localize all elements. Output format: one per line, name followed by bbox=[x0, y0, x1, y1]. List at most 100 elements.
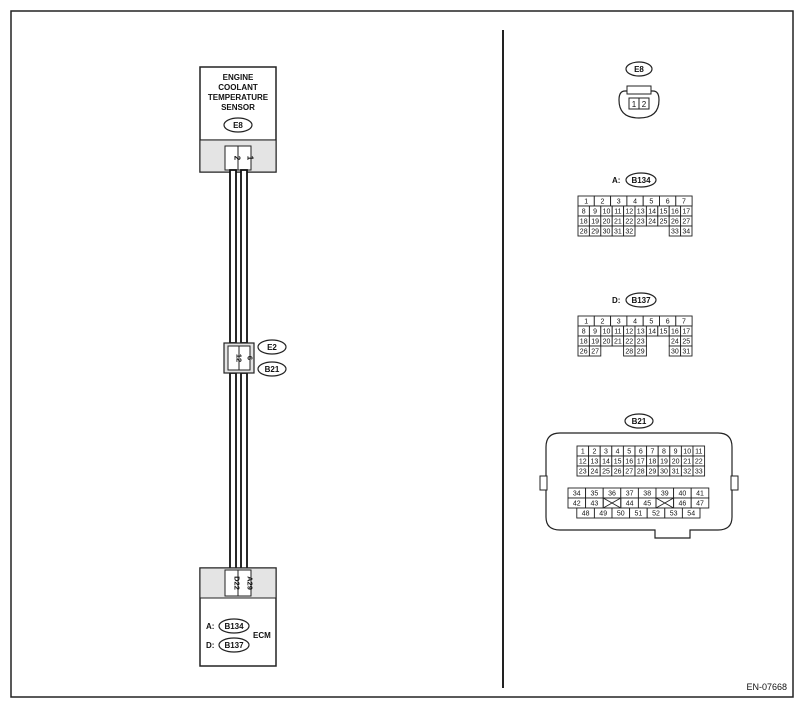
sensor-title-line-1: ENGINE bbox=[223, 73, 254, 82]
harness-wires bbox=[229, 169, 248, 570]
b21-pin-label: 10 bbox=[683, 449, 691, 456]
b21-pin-label: 50 bbox=[617, 511, 625, 518]
b134-pin-label: 27 bbox=[682, 219, 690, 226]
b137-pin-label: 11 bbox=[614, 329, 621, 336]
b134-pin-cell bbox=[623, 225, 636, 237]
b137-pin-label: 7 bbox=[682, 319, 686, 326]
b134-pin-label: 22 bbox=[625, 219, 633, 226]
b137-pin-label: 18 bbox=[580, 339, 588, 346]
b21-pin-label: 2 bbox=[592, 449, 596, 456]
b21-pin-label: 14 bbox=[602, 459, 610, 466]
b134-pin-label: 2 bbox=[600, 199, 604, 206]
b21-pin-cell bbox=[692, 465, 706, 477]
b134-pin-label: 9 bbox=[593, 209, 597, 216]
b21-pin-label: 26 bbox=[614, 469, 622, 476]
b21-pin-label: 4 bbox=[616, 449, 620, 456]
inline-connector-badge bbox=[257, 339, 287, 355]
sensor-pin-label: 1 bbox=[246, 156, 255, 161]
b134-pin-label: 16 bbox=[671, 209, 679, 216]
b21-pin-cell bbox=[681, 507, 701, 519]
b137-pin-label: 4 bbox=[633, 319, 637, 326]
b134-pin-label: 7 bbox=[682, 199, 686, 206]
b134-pin-label: 31 bbox=[614, 229, 622, 236]
ecm-pin-label: A29 bbox=[246, 576, 255, 590]
b21-pin-label: 15 bbox=[614, 459, 622, 466]
b137-pin-label: 15 bbox=[660, 329, 668, 336]
b21-pin-label: 36 bbox=[608, 491, 616, 498]
b21-pin-label: 7 bbox=[650, 449, 654, 456]
b21-pin-label: 23 bbox=[579, 469, 587, 476]
b21-blank-cavity bbox=[602, 497, 622, 509]
ecm-connector-prefix: A: bbox=[206, 622, 214, 631]
b21-pin-label: 9 bbox=[674, 449, 678, 456]
b21-pin-label: 13 bbox=[591, 459, 599, 466]
b134-pin-label: 11 bbox=[614, 209, 621, 216]
b134-pin-label: 1 bbox=[584, 199, 588, 206]
sensor-title-line-3: TEMPERATURE bbox=[208, 93, 269, 102]
b21-pin-label: 17 bbox=[637, 459, 645, 466]
b21-pin-label: 34 bbox=[573, 491, 581, 498]
sensor-connector-badge bbox=[223, 117, 253, 133]
wire-a bbox=[229, 372, 237, 570]
b137-pin-label: 31 bbox=[682, 349, 690, 356]
b134-pin-label: 34 bbox=[682, 229, 690, 236]
b21-pin-label: 29 bbox=[649, 469, 657, 476]
b21-pin-label: 40 bbox=[679, 491, 687, 498]
b21-pin-label: 49 bbox=[599, 511, 607, 518]
b137-pin-label: 29 bbox=[637, 349, 645, 356]
b21-pin-label: 18 bbox=[649, 459, 657, 466]
e8-pin-label: 2 bbox=[642, 100, 647, 109]
inline-connector-bottom-label: B21 bbox=[265, 365, 280, 374]
b137-pin-cell bbox=[634, 345, 647, 357]
b134-pin-label: 4 bbox=[633, 199, 637, 206]
b21-blank-cavity bbox=[655, 497, 674, 509]
b137-pin-label: 25 bbox=[682, 339, 690, 346]
b134-pin-label: 26 bbox=[671, 219, 679, 226]
b137-pin-label: 20 bbox=[603, 339, 611, 346]
b21-pin-label: 44 bbox=[626, 501, 634, 508]
b137-pin-label: 23 bbox=[637, 339, 645, 346]
b21-pin-label: 3 bbox=[604, 449, 608, 456]
b21-pin-label: 38 bbox=[643, 491, 651, 498]
b21-pin-label: 41 bbox=[696, 491, 704, 498]
b21-pin-label: 30 bbox=[660, 469, 668, 476]
b21-pin-label: 42 bbox=[573, 501, 581, 508]
b21-pin-label: 16 bbox=[625, 459, 633, 466]
b137-pin-label: 1 bbox=[584, 319, 588, 326]
b21-pin-label: 25 bbox=[602, 469, 610, 476]
b21-pin-label: 53 bbox=[670, 511, 678, 518]
e8-latch bbox=[626, 85, 652, 95]
b134-pin-label: 10 bbox=[603, 209, 611, 216]
b137-pin-cell bbox=[680, 345, 693, 357]
sensor-connector-id: E8 bbox=[233, 121, 243, 130]
wire-b bbox=[240, 372, 248, 570]
b21-pin-label: 48 bbox=[582, 511, 590, 518]
b137-pin-label: 10 bbox=[603, 329, 611, 336]
b21-pin-label: 52 bbox=[652, 511, 660, 518]
ecm-connector-prefix: D: bbox=[206, 641, 214, 650]
b21-side-tab bbox=[730, 475, 739, 491]
sensor-title-line-4: SENSOR bbox=[221, 103, 255, 112]
b137-badge bbox=[625, 292, 657, 308]
b134-badge bbox=[625, 172, 657, 188]
inline-connector-badge bbox=[257, 361, 287, 377]
e8-pin-label: 1 bbox=[632, 100, 637, 109]
b21-pin-label: 21 bbox=[683, 459, 691, 466]
b137-pin-label: 19 bbox=[591, 339, 599, 346]
b21-label: B21 bbox=[632, 417, 647, 426]
b134-pin-label: 28 bbox=[580, 229, 588, 236]
ecm-connector-badge bbox=[218, 618, 250, 634]
b137-pin-label: 8 bbox=[582, 329, 586, 336]
b134-pin-label: 21 bbox=[614, 219, 622, 226]
b134-pin-label: 23 bbox=[637, 219, 645, 226]
wire-a bbox=[229, 169, 237, 344]
e8-view-label: E8 bbox=[634, 65, 644, 74]
inline-connector: 12 6 E2 B21 bbox=[223, 339, 287, 377]
inline-pin-label: 6 bbox=[246, 356, 255, 360]
b134-pin-label: 32 bbox=[625, 229, 633, 236]
b137-pin-label: 17 bbox=[682, 329, 690, 336]
